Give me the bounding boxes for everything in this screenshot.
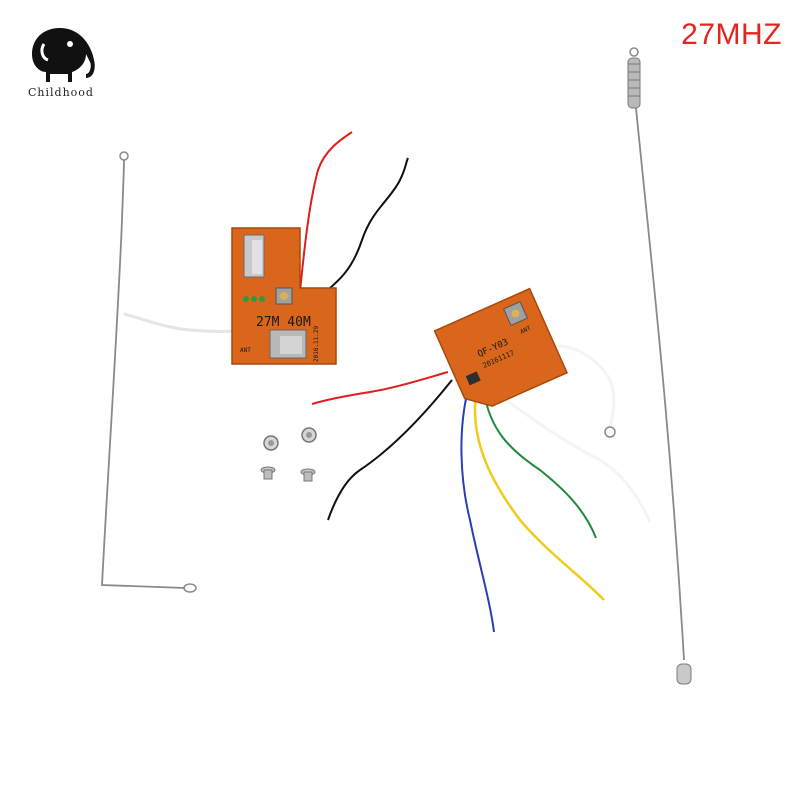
elephant-silhouette-icon [32, 28, 95, 82]
screw-set [260, 427, 317, 482]
left-antenna [101, 151, 197, 593]
transmitter-green-wire [483, 391, 597, 539]
transmitter-yellow-wire [473, 391, 605, 601]
receiver-pcb: 27M 40M ANT 2016.11.29 [231, 227, 337, 365]
transmitter-black-wire [327, 379, 453, 521]
receiver-marking-main: 27M 40M [256, 315, 311, 330]
brand-logo-text: Childhood [28, 86, 94, 99]
transmitter-marking-ant: ANT [519, 325, 532, 336]
transmitter-blue-wire [460, 389, 495, 633]
frequency-label: 27MHZ [681, 18, 782, 51]
right-antenna [627, 47, 692, 685]
receiver-black-wire [317, 157, 409, 299]
receiver-red-wire [299, 131, 353, 293]
transmitter-white-antenna-wire [547, 344, 616, 429]
screw [300, 468, 316, 482]
receiver-marking-side: 2016.11.29 [313, 325, 320, 362]
receiver-marking-ant: ANT [240, 347, 251, 354]
screw [260, 466, 276, 480]
transmitter-red-wire [311, 371, 449, 405]
transmitter-pcb: QF-Y03 20161117 ANT [433, 287, 569, 407]
transmitter-white-wire [491, 388, 652, 523]
receiver-white-wire [123, 312, 243, 333]
